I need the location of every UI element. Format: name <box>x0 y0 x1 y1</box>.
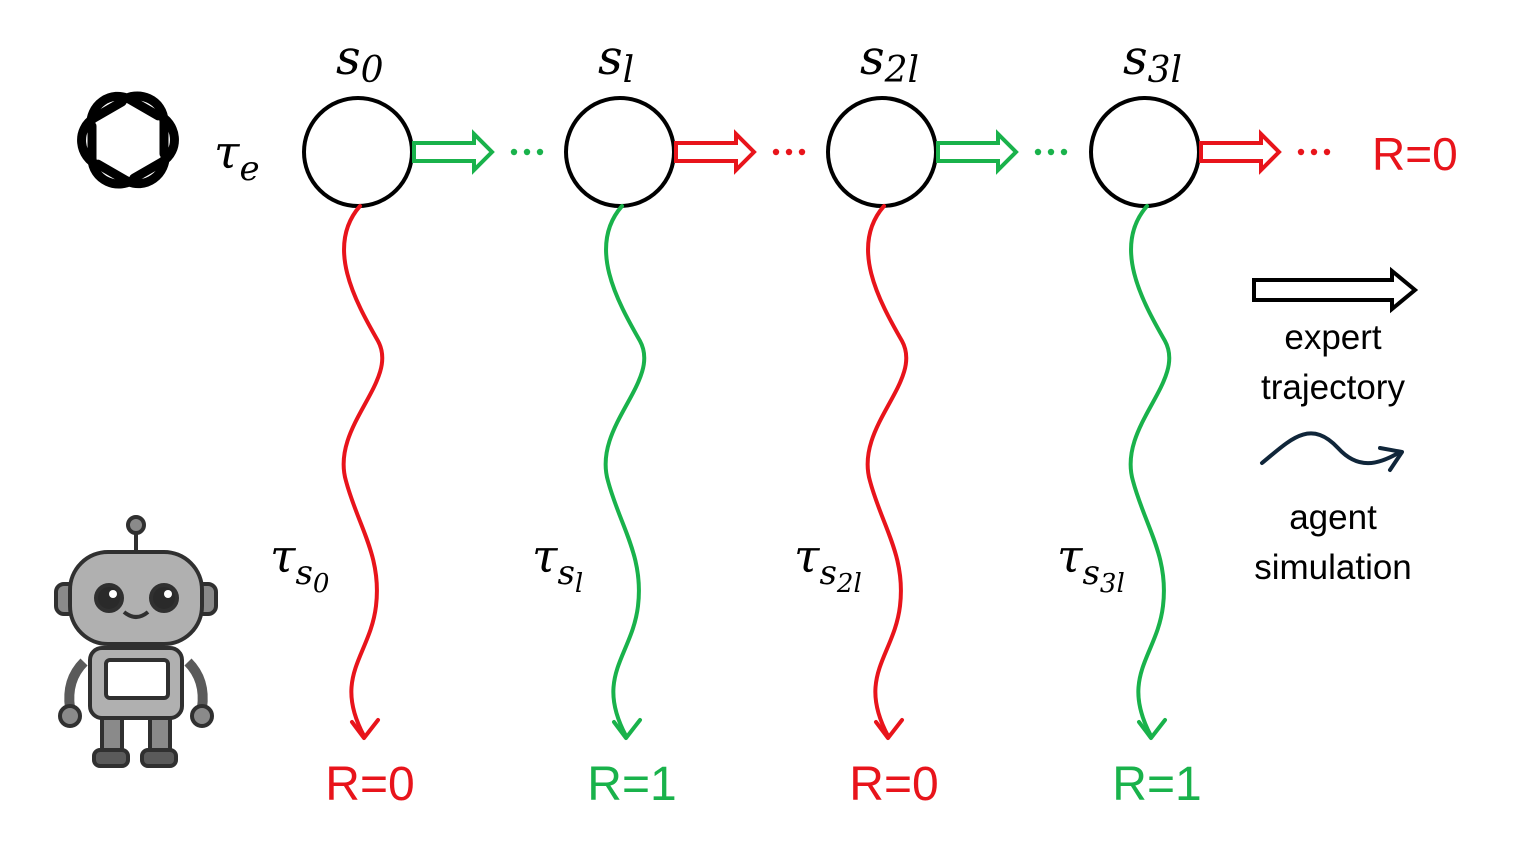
state-symbol: s <box>860 30 885 86</box>
ellipsis-dot <box>536 148 544 156</box>
state-symbol: s <box>1123 30 1148 86</box>
agent-rollout-arrowhead <box>350 718 380 740</box>
state-node <box>1089 96 1201 208</box>
rollout-tau: τ <box>1057 529 1084 583</box>
state-subscript: 2l <box>884 50 919 91</box>
ellipsis-dot <box>772 148 780 156</box>
state-subscript: 0 <box>361 50 384 91</box>
rollout-reward: R=0 <box>849 758 938 811</box>
rollout-label: τsl <box>532 529 583 599</box>
legend: expert trajectory agent simulation <box>1252 266 1419 587</box>
state-node <box>826 96 938 208</box>
rollout-label: τs3l <box>1057 529 1125 599</box>
rollout-subscript: s <box>557 553 574 593</box>
expert-arrow <box>674 129 757 175</box>
ellipsis-dot <box>1310 148 1318 156</box>
rollout-subscript: s <box>295 553 312 593</box>
ellipsis-dot <box>523 148 531 156</box>
agent-rollout-curve <box>1128 204 1172 738</box>
expert-tau-subscript: e <box>239 149 259 189</box>
legend-agent-curve <box>1260 431 1404 472</box>
rollout-subsubscript: l <box>575 569 583 599</box>
rollout-reward: R=0 <box>325 758 414 811</box>
state-symbol: s <box>336 30 361 86</box>
state-node <box>302 96 414 208</box>
rollout-subscript: s <box>819 553 836 593</box>
state-label: s3l <box>1123 30 1182 91</box>
rollout-label: τs2l <box>794 529 862 599</box>
agent-rollout-curve <box>603 204 647 738</box>
agent-rollout-curve <box>865 204 909 738</box>
ellipsis-dot <box>1047 148 1055 156</box>
legend-expert-line2: trajectory <box>1261 368 1405 407</box>
ellipsis-dot <box>798 148 806 156</box>
state-node <box>564 96 676 208</box>
agent-rollout-arrowhead <box>874 718 904 740</box>
state-symbol: s <box>598 30 623 86</box>
agent-rollout-arrowhead <box>612 718 642 740</box>
state-subscript: l <box>623 50 635 91</box>
expert-arrow <box>412 129 495 175</box>
state-subscript: 3l <box>1148 50 1182 91</box>
expert-final-reward: R=0 <box>1372 128 1458 180</box>
ellipsis-dot <box>1323 148 1331 156</box>
ellipsis-dot <box>785 148 793 156</box>
rollout-tau: τ <box>532 529 559 583</box>
ellipsis-dot <box>1034 148 1042 156</box>
legend-agent-line2: simulation <box>1254 548 1412 587</box>
rollout-reward: R=1 <box>1112 758 1201 811</box>
rollout-subsubscript: 3l <box>1100 569 1125 599</box>
expert-tau-symbol: τ <box>214 125 241 179</box>
openai-logo-icon <box>77 91 179 189</box>
rollout-subsubscript: 0 <box>313 569 330 599</box>
ellipsis-dot <box>1297 148 1305 156</box>
expert-trajectory-label: τe <box>214 125 260 189</box>
robot-icon <box>54 515 218 768</box>
ellipsis-dot <box>510 148 518 156</box>
expert-arrow <box>936 129 1019 175</box>
agent-rollout-arrowhead <box>1137 718 1167 740</box>
expert-arrow <box>1199 129 1282 175</box>
rollout-tau: τ <box>794 529 821 583</box>
legend-agent-line1: agent <box>1289 498 1377 537</box>
rollout-tau: τ <box>270 529 297 583</box>
rollout-subsubscript: 2l <box>836 569 862 599</box>
rollout-subscript: s <box>1082 553 1099 593</box>
ellipsis-dot <box>1060 148 1068 156</box>
agent-rollout-curve <box>341 204 385 738</box>
state-label: sl <box>598 30 634 91</box>
rollout-label: τs0 <box>270 529 329 599</box>
legend-expert-arrow <box>1252 266 1419 314</box>
rollout-reward: R=1 <box>587 758 676 811</box>
legend-expert-line1: expert <box>1284 318 1382 357</box>
state-label: s0 <box>336 30 384 91</box>
state-label: s2l <box>860 30 919 91</box>
